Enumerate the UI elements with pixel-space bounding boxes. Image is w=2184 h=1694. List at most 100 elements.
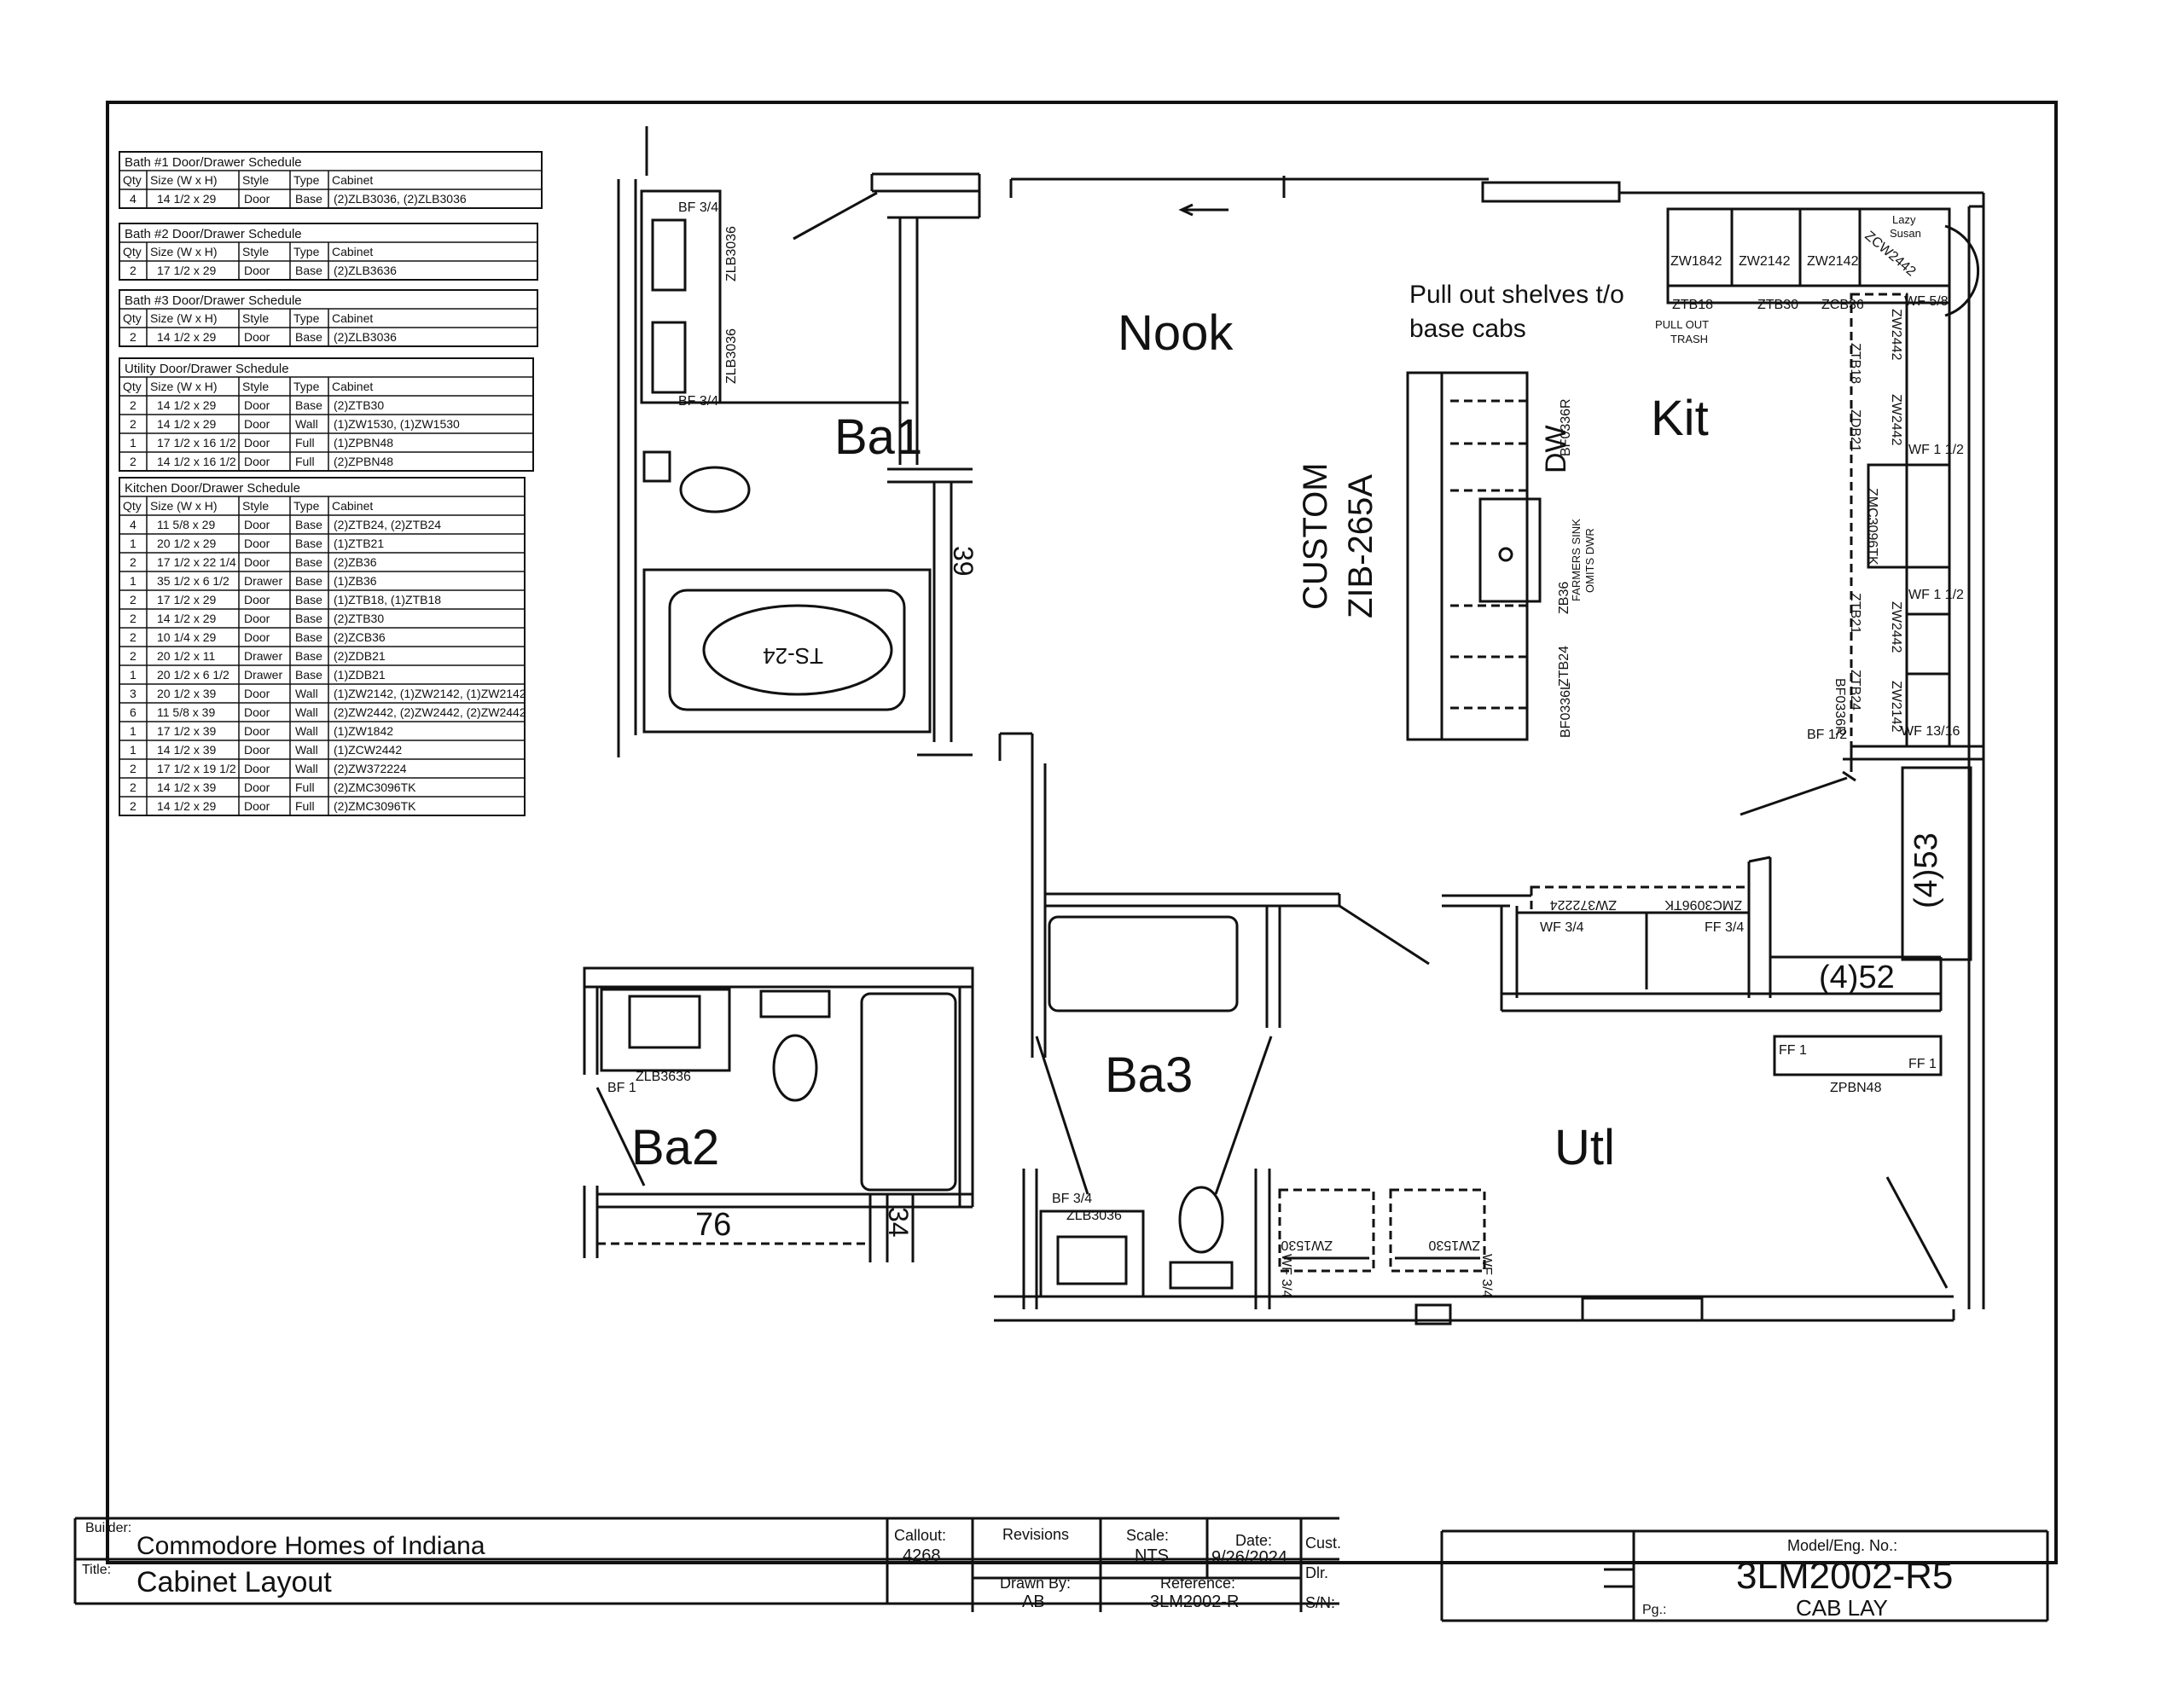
note-custom: CUSTOM: [1297, 462, 1334, 610]
schedule-cell: 2: [130, 649, 136, 663]
island-sink: [1478, 497, 1542, 603]
room-ba2: Ba2: [631, 1120, 719, 1175]
schedule-cell: 2: [130, 455, 136, 468]
schedule-cell: 17 1/2 x 29: [157, 593, 216, 606]
schedule-cell: Door: [244, 743, 270, 757]
ba1-tub: [668, 589, 906, 711]
note-farmers-sink-2: OMITS DWR: [1583, 528, 1596, 593]
ba3-sink: [1056, 1235, 1128, 1285]
note-pull-out-trash-1: PULL OUT: [1655, 318, 1709, 331]
schedule-cell: (1)ZB36: [334, 574, 377, 588]
schedule-header: Size (W x H): [150, 173, 218, 187]
schedule-cell: Base: [295, 555, 322, 569]
lbl-wf58: WF 5/8: [1904, 294, 1949, 309]
drawing-title: Cabinet Layout: [136, 1566, 332, 1598]
schedule-cell: (1)ZCW2442: [334, 743, 402, 757]
ba3-tub: [1048, 915, 1239, 1012]
lbl-bf0336r-k: BF0336R: [1833, 678, 1847, 736]
schedule-cell: Door: [244, 724, 270, 738]
schedule-cell: 14 1/2 x 29: [157, 398, 216, 412]
schedule-header: Size (W x H): [150, 245, 218, 258]
schedule-cell: 17 1/2 x 39: [157, 724, 216, 738]
schedule-cell: 6: [130, 705, 136, 719]
floor-plan: [583, 126, 1985, 1326]
dim-4-53: (4)53: [1908, 832, 1944, 908]
schedule-header: Cabinet: [332, 380, 373, 393]
schedule-cell: 1: [130, 436, 136, 450]
lbl-bf12: BF 1/2: [1807, 728, 1847, 742]
schedule-cell: 2: [130, 612, 136, 625]
schedule-cell: (2)ZTB30: [334, 398, 384, 412]
schedule-cell: Door: [244, 612, 270, 625]
schedule-cell: 14 1/2 x 29: [157, 330, 216, 344]
schedule-cell: (2)ZTB24, (2)ZTB24: [334, 518, 441, 531]
dim-76: 76: [695, 1207, 731, 1243]
schedule-header: Cabinet: [332, 499, 373, 513]
lbl-bf34-bot: BF 3/4: [678, 394, 718, 409]
schedule-title: Kitchen Door/Drawer Schedule: [125, 481, 300, 496]
lbl-bf1: BF 1: [607, 1081, 636, 1095]
kit-wall-cabinets-right: [1905, 301, 1951, 748]
drawn-by-label: Drawn By:: [1000, 1575, 1071, 1592]
room-utl: Utl: [1554, 1120, 1615, 1175]
lbl-zmc: ZMC3096TK: [1865, 488, 1879, 566]
schedule-cell: Door: [244, 518, 270, 531]
ba1-tub-basin: [702, 604, 893, 696]
schedule-cell: (2)ZDB21: [334, 649, 386, 663]
schedule-cell: Base: [295, 630, 322, 644]
schedule-cell: Drawer: [244, 574, 282, 588]
title-block-text: Builder: Commodore Homes of Indiana Titl…: [82, 1521, 1953, 1621]
lbl-ff1-b: FF 1: [1908, 1057, 1937, 1071]
model-value: 3LM2002-R5: [1736, 1555, 1953, 1597]
lbl-wf112-b: WF 1 1/2: [1908, 588, 1964, 602]
schedule-cell: 20 1/2 x 29: [157, 537, 216, 550]
schedule-cell: 17 1/2 x 19 1/2: [157, 762, 236, 775]
schedule-cell: (1)ZW2142, (1)ZW2142, (1)ZW2142: [334, 687, 526, 700]
lbl-zlb3636: ZLB3636: [636, 1070, 691, 1084]
schedule-cell: (1)ZW1842: [334, 724, 393, 738]
schedule-cell: Door: [244, 799, 270, 813]
lbl-zlb3036-ba3: ZLB3036: [1066, 1209, 1122, 1223]
dimensions: 39 (4)53 (4)52 76 34: [695, 546, 1944, 1243]
schedule-cell: (2)ZW2442, (2)ZW2442, (2)ZW2442: [334, 705, 526, 719]
schedule-cell: 4: [130, 518, 136, 531]
schedule-cell: Base: [295, 264, 322, 277]
lbl-zdb21: ZDB21: [1848, 409, 1862, 452]
note-susan: Susan: [1890, 227, 1921, 240]
schedule-cell: 20 1/2 x 39: [157, 687, 216, 700]
lbl-wf34-a: WF 3/4: [1279, 1254, 1293, 1298]
schedule-cell: Door: [244, 330, 270, 344]
ba1-tub-area: [642, 568, 932, 734]
schedule-cell: 2: [130, 555, 136, 569]
schedule-header: Qty: [123, 173, 142, 187]
schedule-cell: (2)ZTB30: [334, 612, 384, 625]
dim-39: 39: [948, 546, 979, 577]
schedule-cell: 14 1/2 x 29: [157, 192, 216, 206]
lbl-zw372224: ZW372224: [1550, 897, 1617, 912]
lbl-wf34-b: WF 3/4: [1479, 1254, 1494, 1298]
title-label: Title:: [82, 1563, 111, 1577]
schedule-cell: Door: [244, 455, 270, 468]
lbl-bf0336l: BF0336L: [1559, 682, 1573, 738]
schedule-header: Size (W x H): [150, 499, 218, 513]
schedule-header: Style: [242, 311, 269, 325]
room-ba1: Ba1: [834, 409, 922, 465]
schedule-cell: Full: [295, 455, 315, 468]
sn-label: S/N:: [1305, 1594, 1335, 1611]
lbl-zcb36: ZCB36: [1821, 298, 1864, 312]
schedule-cell: (1)ZTB18, (1)ZTB18: [334, 593, 441, 606]
schedule-cell: (2)ZCB36: [334, 630, 386, 644]
schedule-cell: 14 1/2 x 29: [157, 417, 216, 431]
schedule-header: Cabinet: [332, 245, 373, 258]
drawn-by-value: AB: [1022, 1592, 1045, 1611]
callout-label: Callout:: [894, 1527, 946, 1544]
title-block: [73, 1517, 2049, 1622]
schedule-header: Style: [242, 380, 269, 393]
cust-label: Cust.: [1305, 1534, 1341, 1552]
ba2-tub: [860, 992, 957, 1192]
